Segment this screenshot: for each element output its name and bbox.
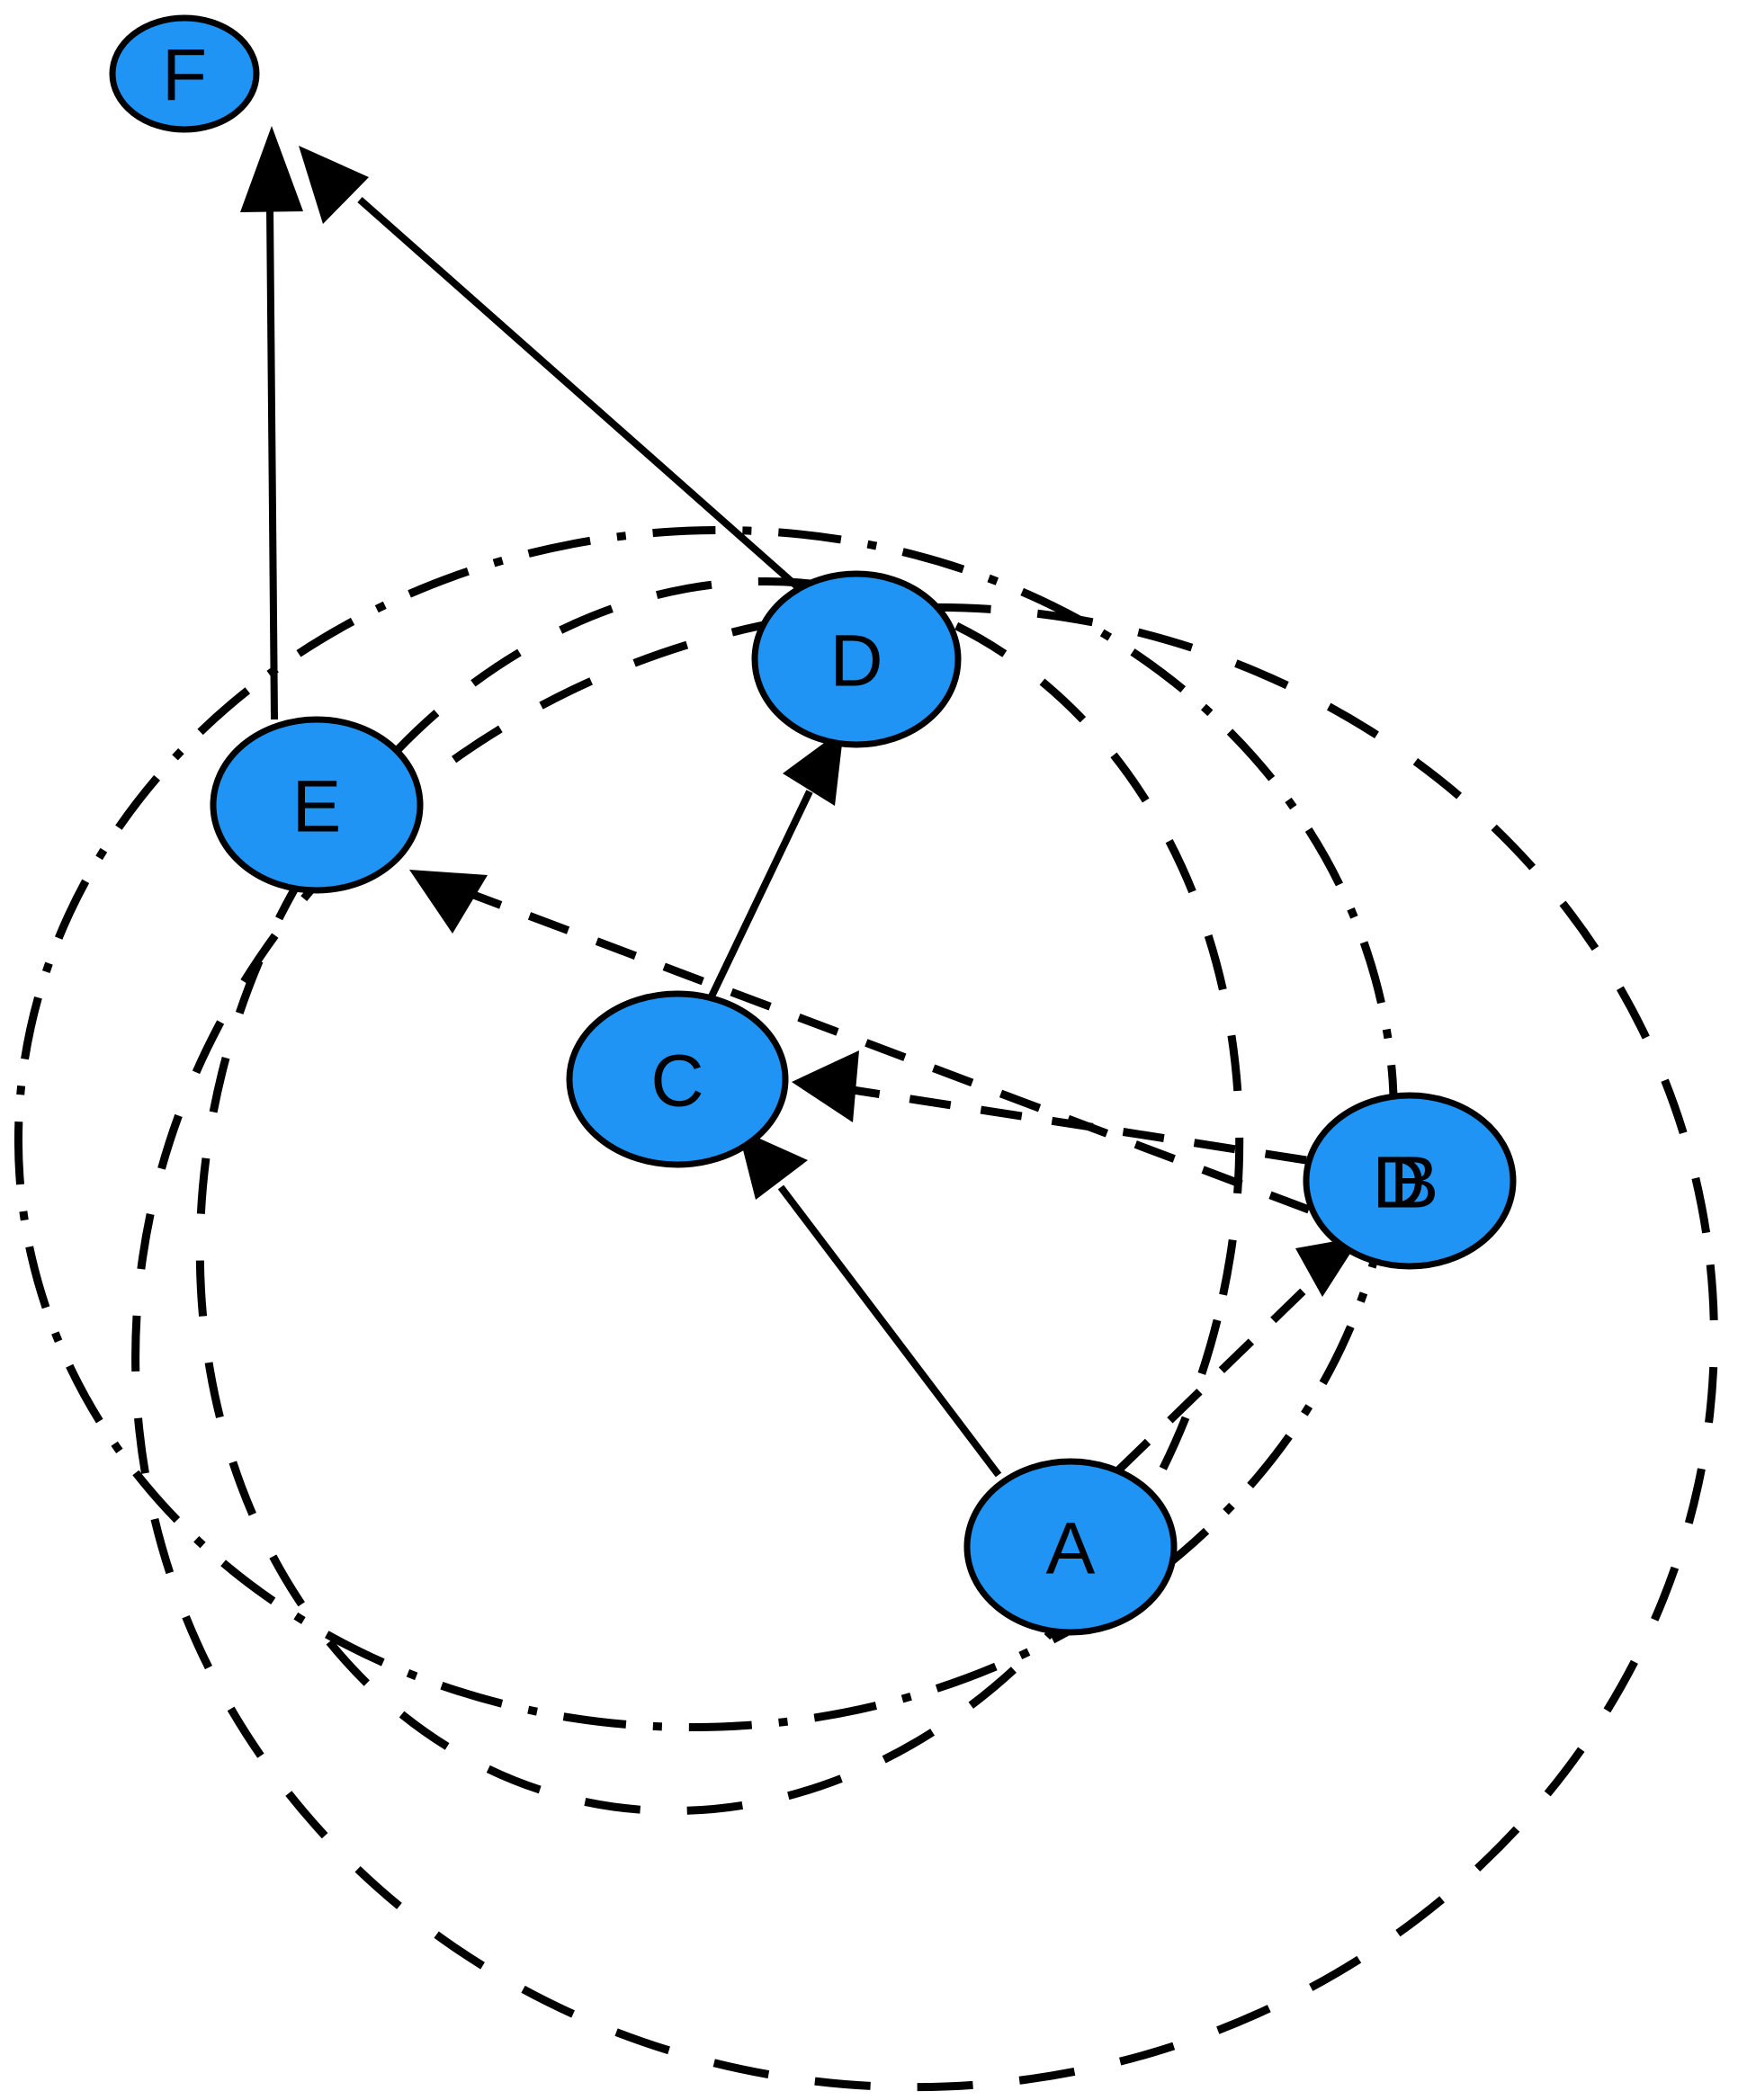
hull-dashed-inner-outline xyxy=(195,576,1244,1816)
node-label-C: C xyxy=(650,1041,703,1122)
arrowhead-icon-E-to-F xyxy=(240,126,303,212)
node-E[interactable]: E xyxy=(210,716,424,894)
node-F[interactable]: F xyxy=(109,14,260,133)
hull-dash-dot-outline xyxy=(13,525,1399,1732)
dashed-edge-layer xyxy=(409,870,1361,1474)
arrowhead-icon-D-to-F xyxy=(299,146,369,224)
arrowhead-icon-B-to-E xyxy=(409,870,488,934)
ellipse-node-icon-D[interactable] xyxy=(751,570,962,748)
arrowhead-icon-A-to-C xyxy=(738,1129,808,1200)
node-B[interactable]: D B xyxy=(1303,1092,1517,1270)
arrowhead-icon-B-to-C xyxy=(792,1050,859,1122)
arrowhead-icon-A-to-B xyxy=(1295,1237,1361,1297)
node-label-B: B xyxy=(1390,1142,1439,1224)
node-C[interactable]: C xyxy=(566,990,789,1168)
solid-edge-layer xyxy=(240,126,1002,1478)
ellipse-node-icon-E[interactable] xyxy=(210,716,424,894)
edge-A-to-C[interactable] xyxy=(777,1184,1002,1478)
node-A[interactable]: A xyxy=(963,1458,1178,1636)
node-label-D: D xyxy=(829,621,882,702)
ellipse-node-icon-A[interactable] xyxy=(963,1458,1178,1636)
node-label-E: E xyxy=(292,766,342,848)
arrowhead-icon-C-to-D xyxy=(783,728,844,806)
node-D[interactable]: D xyxy=(751,570,962,748)
node-layer: F D E C D B A xyxy=(109,14,1517,1636)
edge-B-to-C[interactable] xyxy=(840,1084,1307,1165)
edge-D-to-F[interactable] xyxy=(357,197,808,596)
edge-A-to-B[interactable] xyxy=(1115,1266,1329,1474)
node-label-B-overlap-D: D xyxy=(1372,1142,1425,1224)
edge-E-to-F[interactable] xyxy=(266,206,278,720)
node-label-F: F xyxy=(162,35,207,117)
edge-B-to-E[interactable] xyxy=(448,881,1311,1214)
node-label-A: A xyxy=(1046,1508,1096,1590)
ellipse-node-icon-F[interactable] xyxy=(109,14,260,133)
ellipse-node-icon-B[interactable] xyxy=(1303,1092,1517,1270)
ellipse-node-icon-C[interactable] xyxy=(566,990,789,1168)
edge-C-to-D[interactable] xyxy=(707,790,813,1000)
